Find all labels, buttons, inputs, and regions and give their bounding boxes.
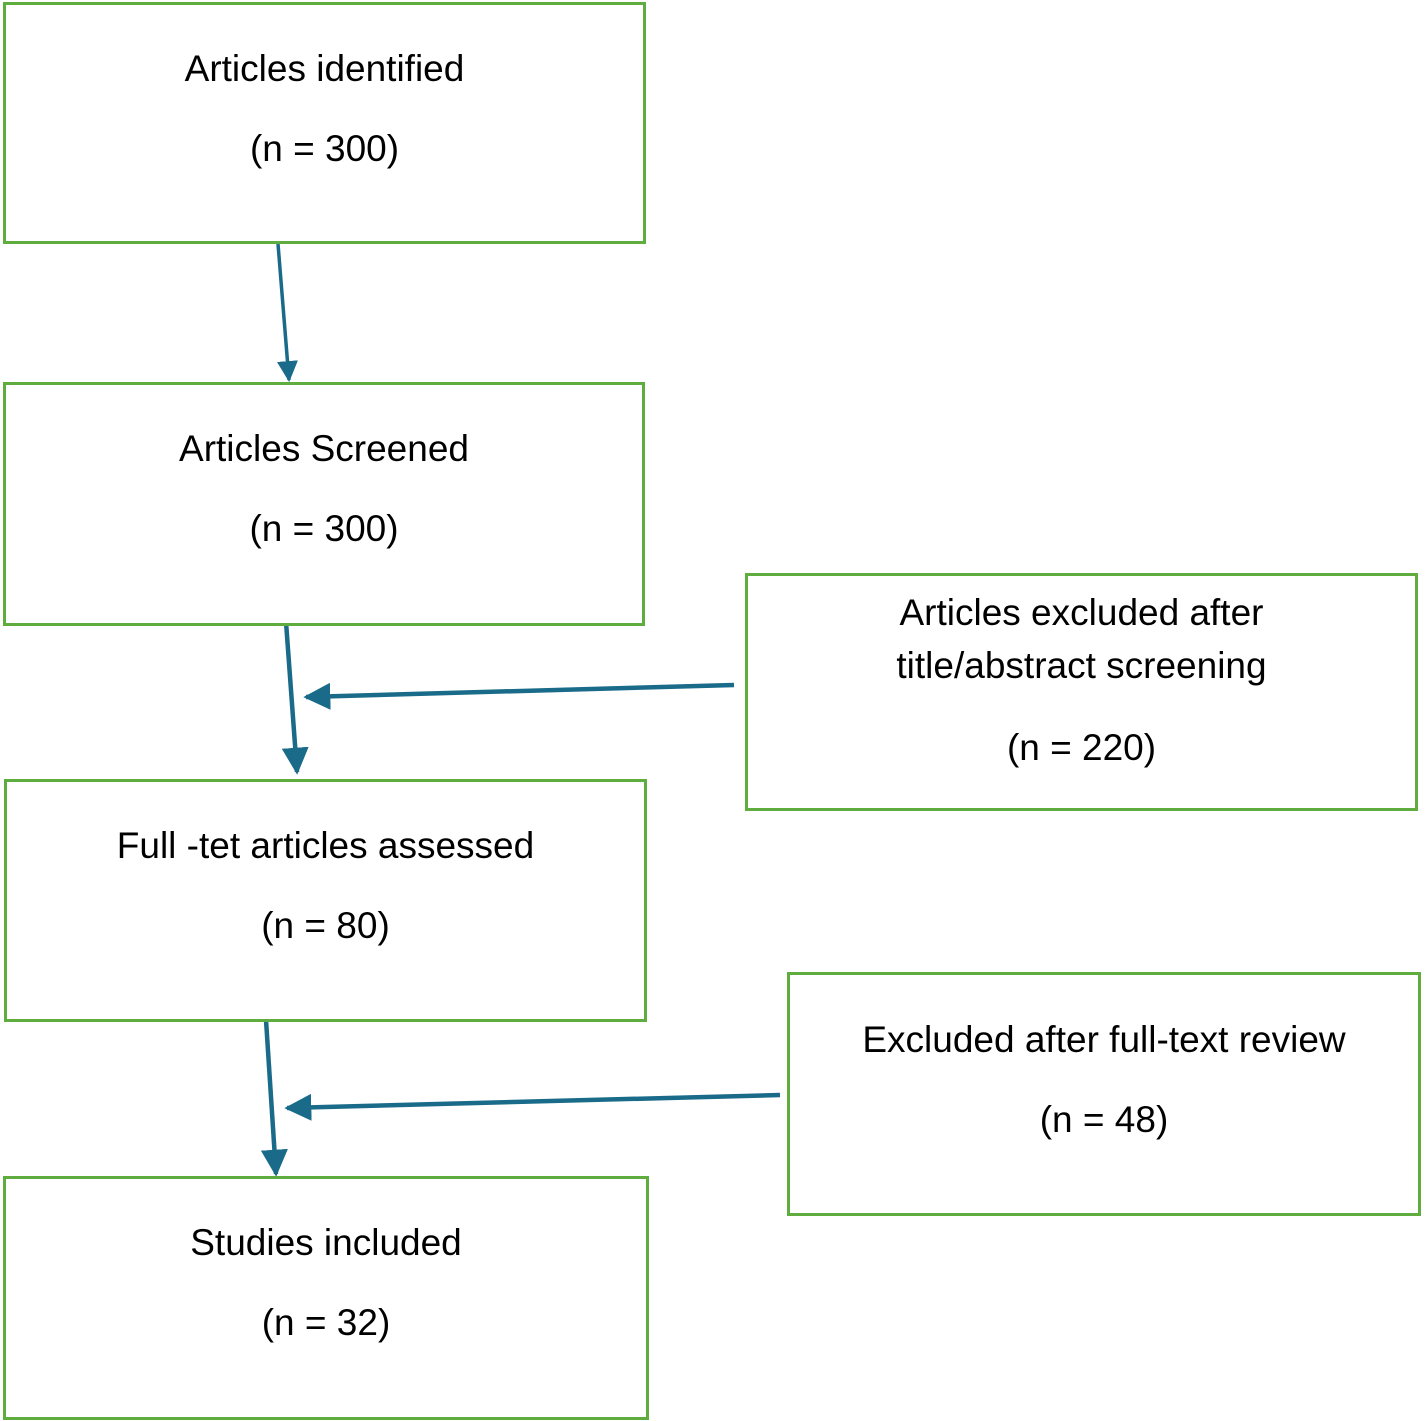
arrow-excluded-abstract [303, 682, 735, 710]
box-title: Full -tet articles assessed [116, 825, 535, 866]
box-count: (n = 220) [1006, 727, 1157, 768]
box-count: (n = 300) [249, 508, 399, 549]
box-title-line1: Articles excluded after [899, 592, 1264, 633]
box-title: Articles Screened [179, 428, 469, 469]
box-count: (n = 300) [249, 128, 400, 169]
arrow-excluded-fulltext [284, 1092, 781, 1121]
box-fulltext-assessed: Full -tet articles assessed (n = 80) [4, 779, 647, 1022]
box-excluded-fulltext: Excluded after full-text review (n = 48) [787, 972, 1421, 1216]
box-title: Studies included [190, 1222, 462, 1263]
arrow-identified-to-screened [276, 243, 298, 383]
box-articles-screened: Articles Screened (n = 300) [3, 382, 645, 626]
arrow-screened-to-fulltext [281, 621, 309, 775]
box-title: Excluded after full-text review [862, 1019, 1346, 1060]
box-articles-identified: Articles identified (n = 300) [3, 2, 646, 244]
box-title-line2: title/abstract screening [896, 645, 1267, 686]
box-count: (n = 48) [1039, 1099, 1169, 1140]
box-count: (n = 32) [261, 1302, 391, 1343]
box-studies-included: Studies included (n = 32) [3, 1176, 649, 1420]
box-count: (n = 80) [261, 905, 390, 946]
arrow-fulltext-to-included [260, 1019, 288, 1177]
box-excluded-abstract: Articles excluded after title/abstract s… [745, 573, 1418, 811]
box-title: Articles identified [184, 48, 465, 89]
